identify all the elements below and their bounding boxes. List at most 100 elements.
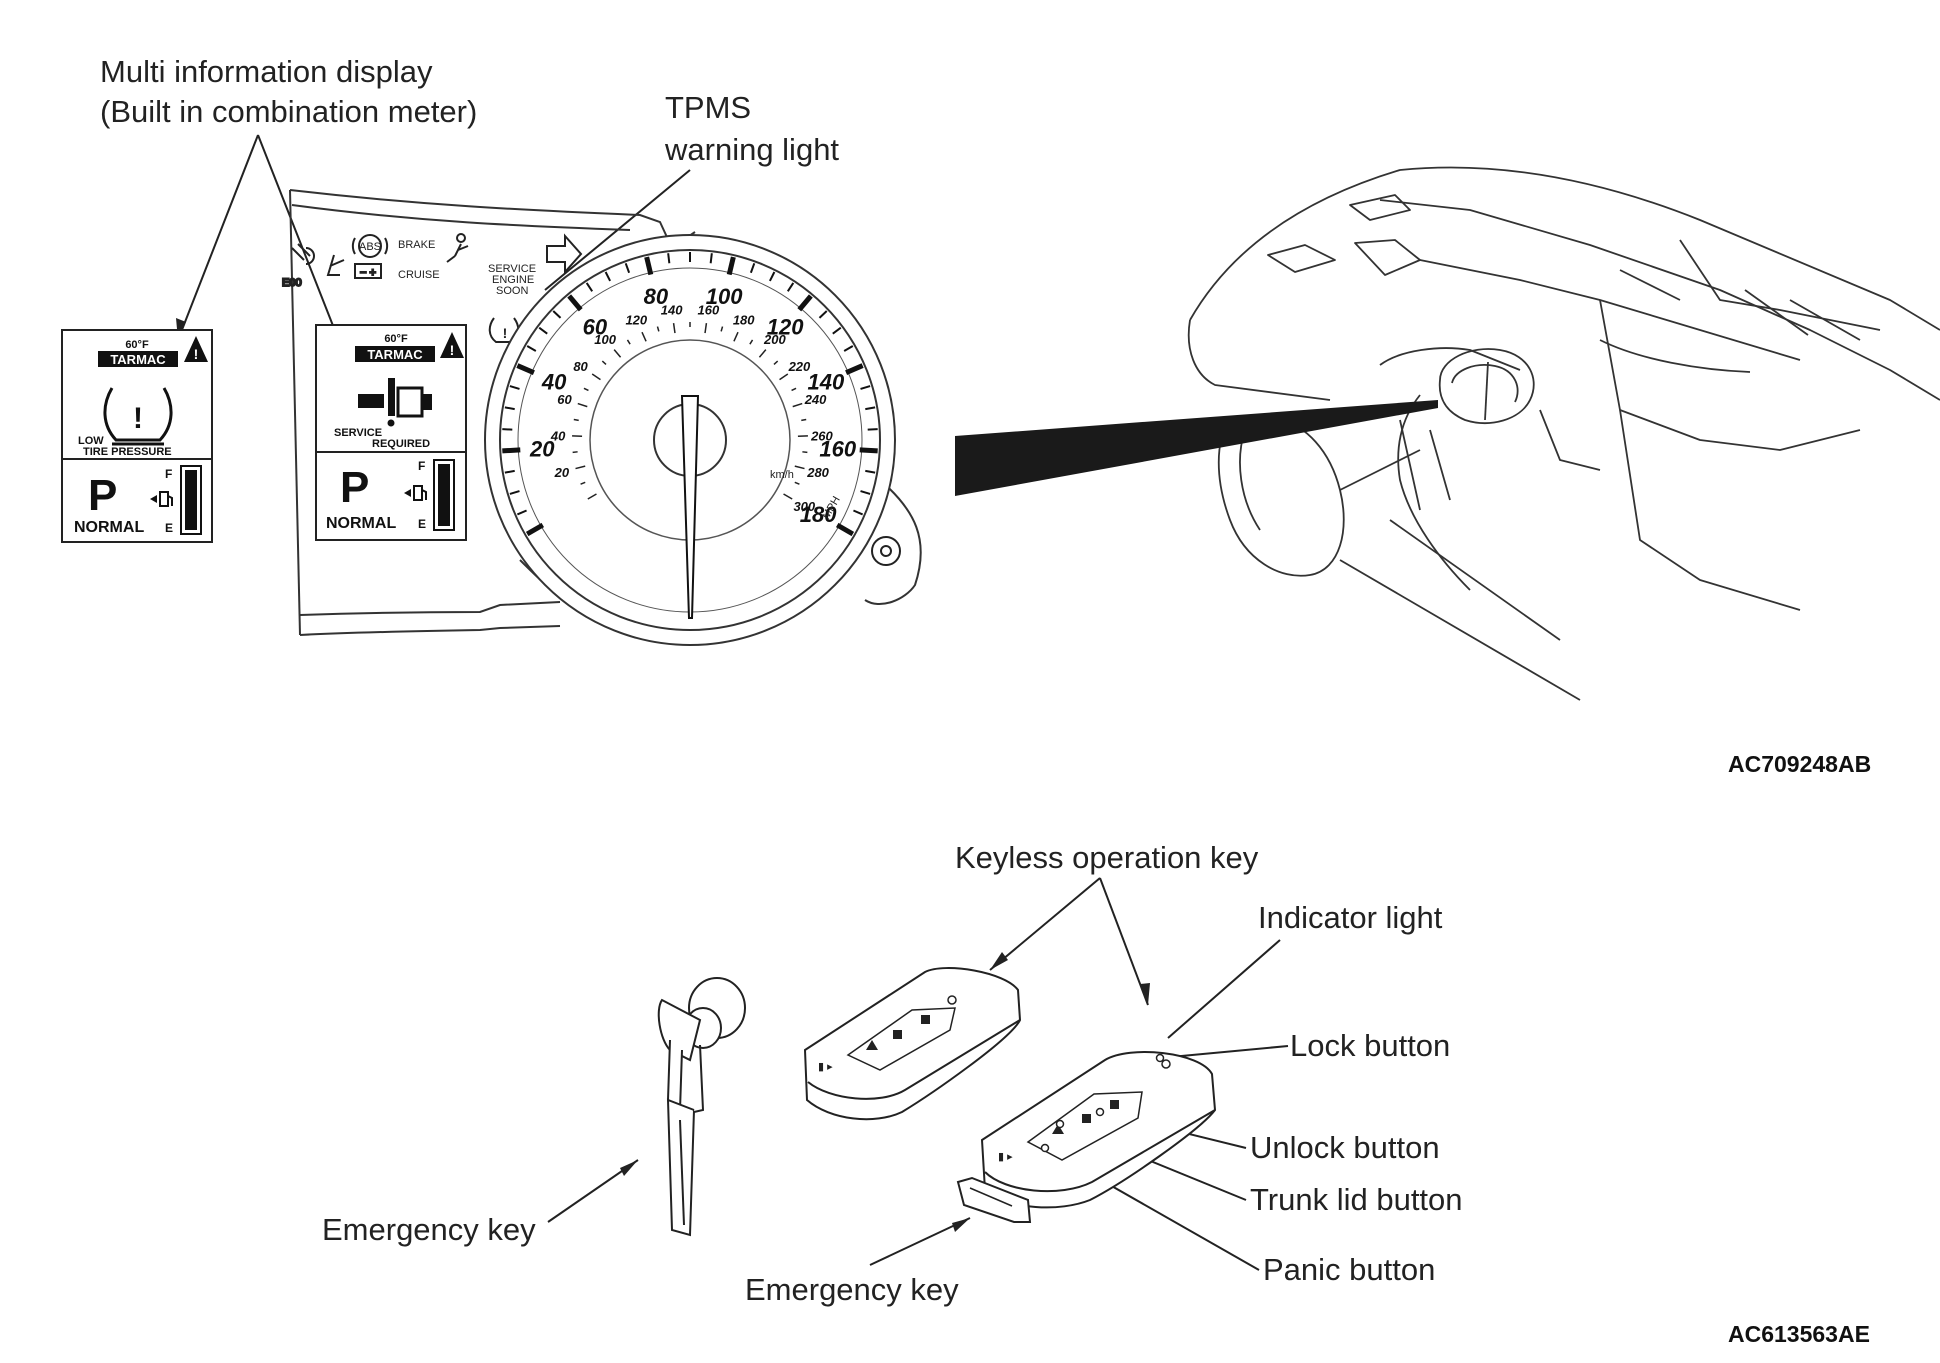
unlock-button-label: Unlock button (1250, 1130, 1440, 1165)
fob-buttons (1052, 1100, 1119, 1134)
multi-info-label-line1: Multi information display (100, 54, 433, 89)
mph-tick (865, 469, 876, 474)
lcd-fuel-empty: E (418, 517, 426, 531)
kmh-tick (758, 349, 767, 358)
kmh-unit: km/h (770, 469, 794, 481)
kmh-tick (704, 323, 708, 334)
tpms-label-line1: TPMS (665, 90, 751, 125)
mph-tick (845, 363, 864, 375)
lcd-temp: 60°F (384, 333, 408, 345)
svg-text:E00: E00 (282, 277, 302, 289)
arrowheads (620, 952, 1150, 1232)
speedo-needle (680, 395, 700, 619)
service-label-line1: SERVICE (488, 263, 536, 275)
kmh-label: 80 (573, 359, 588, 374)
lcd-gear: P (340, 463, 369, 512)
mph-tick-marks (502, 252, 878, 537)
lcd-mode: TARMAC (110, 352, 166, 367)
cruise-label: CRUISE (398, 269, 440, 281)
trunk-lid-button-label: Trunk lid button (1250, 1182, 1463, 1217)
mph-tick (509, 490, 520, 495)
kmh-label: 140 (661, 302, 683, 317)
kmh-tick (794, 465, 805, 470)
kmh-tick (573, 418, 579, 422)
indicator-light-icon (947, 995, 957, 1005)
panic-button-label: Panic button (1263, 1252, 1435, 1287)
keyless-fob-upper: ▮ ▸ (803, 967, 1022, 1121)
lcd-panel-service-required: 60°F TARMAC ! SERVICE REQUIRED P NORMAL … (315, 324, 467, 541)
kmh-label: 160 (698, 302, 720, 317)
mph-tick (818, 310, 828, 319)
kmh-tick (773, 360, 779, 365)
lcd-fuel-full: F (418, 459, 425, 473)
battery-icon: − + (360, 267, 376, 279)
car-interior-outline (1187, 166, 1940, 701)
tpms-warning-light-icon (488, 317, 520, 343)
mph-tick (860, 385, 871, 390)
fuel-gauge (180, 465, 202, 535)
figure-code-bottom: AC613563AE (1728, 1321, 1870, 1347)
lcd-warn-line2: REQUIRED (372, 438, 430, 450)
mph-tick (525, 522, 545, 537)
svg-text:!: ! (133, 402, 143, 435)
mph-tick (835, 522, 855, 537)
kmh-tick (792, 402, 803, 408)
kmh-tick (572, 451, 578, 454)
airbag-icon (446, 233, 469, 263)
kmh-tick (591, 373, 601, 381)
keyless-fob-lower: ▮ ▸ (956, 1051, 1217, 1223)
figure-code-top: AC709248AB (1728, 751, 1871, 777)
kmh-tick (720, 326, 724, 332)
lcd-gear: P (88, 471, 117, 520)
indicator-light-label: Indicator light (1258, 900, 1443, 935)
warning-triangle-icon (440, 332, 464, 358)
lcd-drive-mode: NORMAL (326, 515, 396, 532)
kmh-tick (577, 402, 588, 408)
lcd-warn-line2: TIRE PRESSURE (83, 446, 172, 458)
mph-tick (797, 294, 813, 312)
telltale-group: E00 − + (281, 234, 389, 290)
tpms-label-line2: warning light (664, 132, 839, 167)
mph-label: 40 (541, 369, 567, 394)
mph-label: 80 (644, 284, 669, 309)
emergency-key-left-label: Emergency key (322, 1212, 536, 1247)
mph-tick (832, 326, 842, 335)
mph-tick (526, 345, 537, 352)
turn-signal-arrow-icon (546, 233, 583, 275)
mph-tick (726, 256, 736, 276)
emergency-key-loose (657, 977, 746, 1237)
svg-text:!: ! (450, 342, 455, 358)
kmh-label: 300 (793, 499, 815, 514)
mph-tick (860, 490, 871, 495)
kmh-label: 180 (733, 312, 755, 327)
mph-tick (644, 256, 654, 276)
kmh-label: 120 (625, 312, 647, 327)
fuel-pump-icon (413, 485, 427, 501)
kmh-tick (791, 387, 797, 392)
svg-text:!: ! (503, 325, 508, 341)
mph-tick (867, 428, 878, 431)
kmh-tick-marks (572, 322, 808, 500)
fob-buttons (866, 1015, 930, 1050)
service-label-line3: SOON (496, 285, 528, 297)
kmh-tick (802, 451, 808, 454)
mph-tick (853, 509, 864, 516)
mph-tick (567, 294, 583, 312)
kmh-tick (794, 481, 800, 485)
lcd-drive-mode: NORMAL (74, 519, 144, 536)
lock-button-label: Lock button (1290, 1028, 1450, 1063)
svg-text:!: ! (194, 346, 199, 362)
kmh-tick (575, 465, 586, 470)
tarmac-badge (98, 351, 178, 367)
kmh-tick (733, 331, 739, 342)
multi-info-label-line2: (Built in combination meter) (100, 94, 477, 129)
mph-tick (865, 406, 876, 411)
mph-label: 120 (767, 315, 804, 340)
kmh-tick (641, 331, 647, 342)
kmh-label: 40 (550, 428, 566, 443)
mph-label: 20 (529, 437, 555, 462)
location-pointer-wedge (955, 400, 1438, 496)
lcd-temp: 60°F (125, 339, 149, 351)
